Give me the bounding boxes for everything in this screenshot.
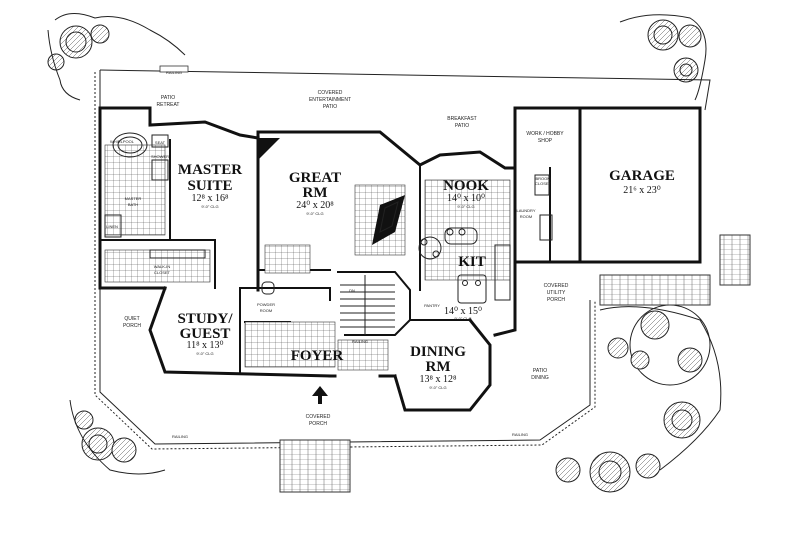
interior-walls (99, 106, 582, 373)
svg-text:LINEN: LINEN (106, 224, 118, 229)
svg-text:ROOM: ROOM (260, 308, 272, 313)
svg-text:9'-0" CLG: 9'-0" CLG (196, 351, 213, 356)
svg-text:GARAGE: GARAGE (609, 168, 675, 184)
landscape-top-right (619, 14, 707, 101)
svg-text:RAILING: RAILING (166, 70, 182, 75)
svg-text:COVERED: COVERED (544, 283, 569, 289)
svg-text:RM: RM (303, 185, 328, 201)
svg-text:MASTER: MASTER (125, 196, 142, 201)
svg-text:13⁸ x 12⁸: 13⁸ x 12⁸ (420, 374, 457, 385)
svg-text:14⁰ x 15⁰: 14⁰ x 15⁰ (444, 306, 482, 317)
svg-text:RAILING: RAILING (172, 434, 188, 439)
svg-text:GUEST: GUEST (180, 326, 231, 342)
svg-text:CLOSET: CLOSET (535, 181, 552, 186)
svg-text:PATIO: PATIO (533, 368, 547, 374)
svg-text:ROOM: ROOM (520, 214, 532, 219)
svg-text:14⁰ x 10⁰: 14⁰ x 10⁰ (447, 193, 485, 204)
svg-text:GREAT: GREAT (289, 170, 341, 186)
svg-text:WALK-IN: WALK-IN (154, 264, 171, 269)
room-kit: KIT 14⁰ x 15⁰ 9'-0" CLG (444, 254, 486, 321)
room-garage: GARAGE 21⁶ x 23⁰ (609, 168, 675, 196)
svg-text:PATIO: PATIO (161, 95, 175, 101)
svg-text:PORCH: PORCH (309, 421, 327, 427)
svg-text:COVERED: COVERED (318, 90, 343, 96)
svg-text:STUDY/: STUDY/ (177, 311, 233, 327)
room-nook: NOOK 14⁰ x 10⁰ 9'-0" CLG (443, 178, 489, 209)
svg-text:21⁶ x 23⁰: 21⁶ x 23⁰ (623, 185, 661, 196)
svg-text:QUIET: QUIET (124, 316, 139, 322)
landscape-top-left (47, 13, 186, 101)
svg-text:SEAT: SEAT (155, 140, 166, 145)
fixtures (104, 132, 553, 335)
svg-text:RETREAT: RETREAT (157, 102, 180, 108)
svg-text:COVERED: COVERED (306, 414, 331, 420)
entry-arrow-icon (312, 386, 328, 404)
room-master-suite: MASTER SUITE 12⁸ x 16⁸ 9'-0" CLG (178, 162, 242, 209)
svg-text:MASTER: MASTER (178, 162, 242, 178)
svg-text:9'-0" CLG: 9'-0" CLG (429, 385, 446, 390)
small-labels: PATIO RETREAT COVERED ENTERTAINMENT PATI… (106, 70, 569, 439)
room-study-guest: STUDY/ GUEST 11⁸ x 13⁰ 9'-0" CLG (177, 311, 233, 356)
svg-text:ENTERTAINMENT: ENTERTAINMENT (309, 97, 351, 103)
svg-text:BROOM: BROOM (535, 176, 550, 181)
svg-text:9'-0" CLG: 9'-0" CLG (454, 316, 471, 321)
svg-text:NOOK: NOOK (443, 178, 489, 194)
svg-text:PATIO: PATIO (455, 123, 469, 129)
svg-text:9'-0" CLG: 9'-0" CLG (306, 211, 323, 216)
room-dining-rm: DINING RM 13⁸ x 12⁸ 9'-0" CLG (410, 344, 466, 390)
svg-text:RAILING: RAILING (512, 432, 528, 437)
svg-text:DN: DN (349, 288, 355, 293)
svg-text:LAUNDRY: LAUNDRY (516, 208, 535, 213)
svg-text:12⁸ x 16⁸: 12⁸ x 16⁸ (192, 193, 229, 204)
svg-text:24⁰ x 20⁸: 24⁰ x 20⁸ (296, 200, 334, 211)
svg-text:BREAKFAST: BREAKFAST (447, 116, 476, 122)
svg-text:9'-0" CLG: 9'-0" CLG (201, 204, 218, 209)
svg-text:CLOSET: CLOSET (154, 270, 171, 275)
svg-text:DINING: DINING (531, 375, 549, 381)
svg-text:BATH: BATH (128, 202, 138, 207)
svg-text:SUITE: SUITE (187, 178, 232, 194)
exterior-walls (98, 106, 702, 412)
svg-text:POWDER: POWDER (257, 302, 275, 307)
svg-text:PANTRY: PANTRY (424, 303, 440, 308)
svg-text:DINING: DINING (410, 344, 466, 360)
porch-outline (94, 65, 751, 493)
svg-text:SHOP: SHOP (538, 138, 553, 144)
svg-text:SHOWER: SHOWER (151, 154, 169, 159)
svg-text:PORCH: PORCH (547, 297, 565, 303)
svg-text:WHIRLPOOL: WHIRLPOOL (110, 139, 135, 144)
landscape-bottom-right (555, 304, 722, 493)
svg-text:PORCH: PORCH (123, 323, 141, 329)
svg-text:9'-0" CLG: 9'-0" CLG (457, 204, 474, 209)
svg-text:UTILITY: UTILITY (547, 290, 566, 296)
svg-text:RM: RM (426, 359, 451, 375)
svg-text:PATIO: PATIO (323, 104, 337, 110)
landscape-bottom-left (69, 399, 166, 475)
room-foyer: FOYER (291, 348, 344, 364)
room-great-rm: GREAT RM 24⁰ x 20⁸ 9'-0" CLG (289, 170, 341, 216)
svg-text:WORK / HOBBY: WORK / HOBBY (526, 131, 564, 137)
svg-text:11⁸ x 13⁰: 11⁸ x 13⁰ (186, 340, 223, 351)
svg-text:RAILING: RAILING (352, 339, 368, 344)
svg-text:KIT: KIT (458, 254, 486, 270)
svg-text:FOYER: FOYER (291, 348, 344, 364)
